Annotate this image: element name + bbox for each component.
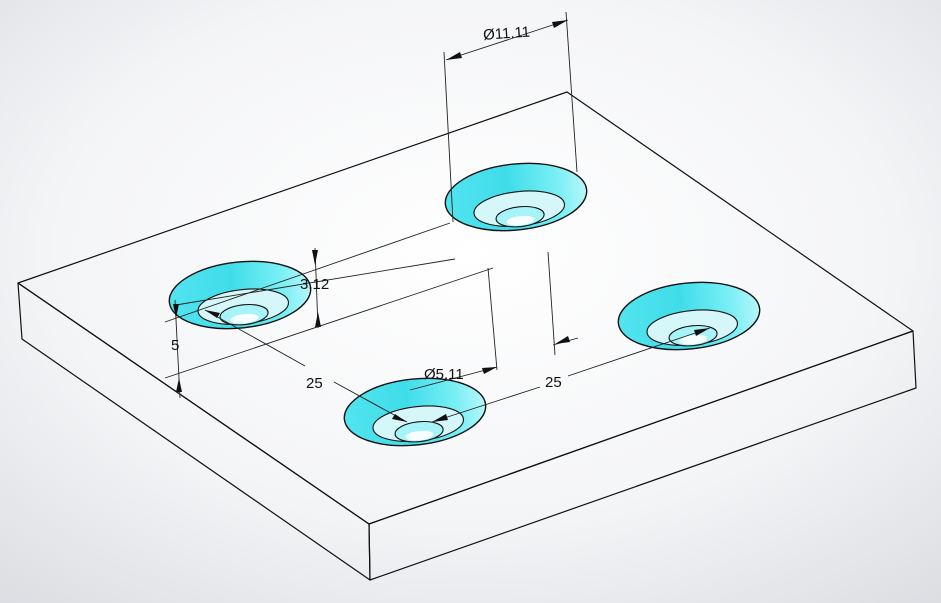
dimension-spacing-right: 25 (431, 251, 711, 423)
dimension-countersink-depth: 3.12 (164, 222, 456, 329)
extension-line (175, 258, 456, 306)
arrowhead (694, 328, 710, 336)
bore-bottom (230, 313, 259, 324)
extension-line (487, 267, 498, 371)
spacing-left-label: 25 (306, 375, 323, 392)
plate-top-face (17, 91, 914, 525)
arrowhead (312, 250, 318, 265)
countersunk-holes[interactable] (166, 157, 763, 452)
arrowhead (482, 367, 497, 374)
inner-diameter-label: Ø5.11 (424, 366, 464, 383)
extension-line (164, 222, 451, 323)
bore-bottom (405, 430, 434, 441)
countersunk-hole[interactable] (341, 372, 489, 452)
extension-line (443, 51, 454, 223)
dimension-line (204, 309, 306, 367)
arrowhead (173, 304, 179, 318)
extension-line (565, 11, 578, 173)
spacing-right-label: 25 (545, 374, 562, 391)
arrowhead (176, 378, 182, 392)
outer-diameter-label: Ø11.11 (483, 24, 531, 44)
dimension-spacing-left: 25 (204, 309, 408, 423)
countersunk-hole[interactable] (442, 157, 590, 237)
arrowhead (552, 20, 568, 28)
dimension-plate-thickness: 5 (164, 267, 494, 399)
dimension-annotations: Ø11.11 3.12 5 Ø5.11 (164, 11, 711, 423)
arrowhead (555, 336, 570, 344)
extension-line (547, 251, 556, 356)
dimension-inner-diameter: Ø5.11 (409, 267, 498, 391)
extension-line (164, 267, 494, 379)
plate[interactable] (17, 91, 917, 581)
dimension-line (567, 327, 711, 377)
dimension-line (409, 366, 498, 391)
bore-bottom (506, 215, 535, 226)
arrowhead (446, 52, 462, 60)
dimension-outer-diameter: Ø11.11 (443, 11, 578, 223)
arrowhead (392, 414, 407, 422)
countersunk-hole[interactable] (615, 276, 763, 356)
arrowhead (432, 414, 448, 422)
dimension-line (445, 19, 569, 61)
plate-thickness-label: 5 (171, 337, 179, 354)
countersink-depth-label: 3.12 (300, 276, 329, 293)
arrowhead (205, 310, 220, 318)
countersunk-hole[interactable] (166, 255, 314, 335)
bore-bottom (679, 334, 708, 345)
dimension-line (431, 386, 541, 423)
arrowhead (315, 312, 321, 327)
